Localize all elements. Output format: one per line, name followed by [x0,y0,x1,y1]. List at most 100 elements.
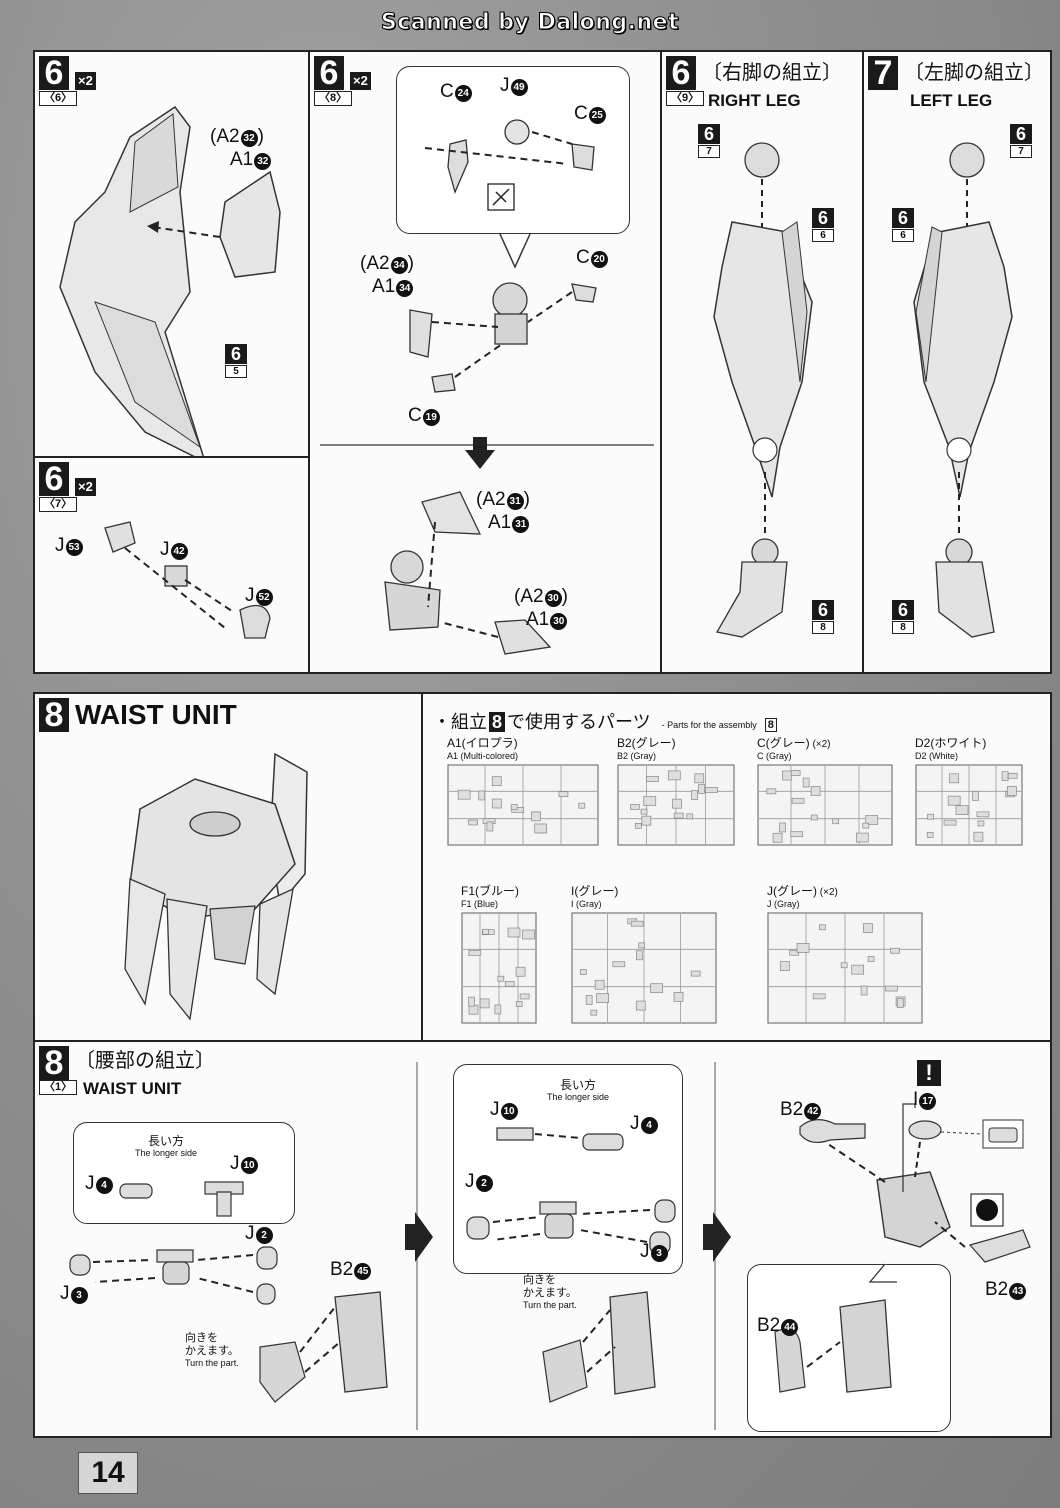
section-title: WAIST UNIT [75,699,237,730]
runner-sprue-drawing [757,764,893,846]
runner-label: I(グレー)I (Gray) [571,884,619,910]
substep-number: 〈7〉 [39,497,78,512]
substep-number: 〈9〉 [666,91,705,106]
runner-label-en: J (Gray) [767,899,800,909]
waist-assembly-drawings [69,1103,1031,1403]
runner-label-en: A1 (Multi-colored) [447,751,519,761]
runner-label-jp: I(グレー) [571,884,619,898]
runner-label-en: D2 (White) [915,751,959,761]
runner-label-jp: A1(イロプラ) [447,736,518,750]
step-title-jp: 〔左脚の組立〕 [904,62,1044,84]
caution-icon: ! [917,1060,941,1086]
panel-step-6-8: 6 ×2 〈8〉 [308,50,662,674]
step-number: 8 [39,698,69,732]
multiplier-badge: ×2 [75,478,96,496]
runner-sprue-drawing [461,912,537,1024]
detail-callout [453,1064,683,1274]
substep-number: 〈1〉 [39,1080,78,1095]
step-number: 6 [39,56,69,90]
left-leg-drawing [913,142,1013,638]
runner-sprue-drawing [915,764,1023,846]
detail-callout [73,1122,295,1224]
waist-unit-drawing [124,752,308,1021]
scan-watermark: Scanned by Dalong.net [380,10,680,36]
step-title-en: WAIST UNIT [83,1079,182,1098]
turn-part-note: 向きを かえます。Turn the part. [523,1274,577,1310]
runner-sprue-drawing [447,764,599,846]
step-number: 6 [314,56,344,90]
runner-sprue-drawing [571,912,717,1024]
step-number: 6 [39,462,69,496]
step-title-en: RIGHT LEG [708,91,801,110]
runner-label-en: C (Gray) [757,751,792,761]
page-number: 14 [78,1452,138,1494]
runner-sprue-drawing [617,764,735,846]
runner-label-jp: J(グレー) [767,884,817,898]
step-number: 7 [868,56,898,90]
step-title-en: LEFT LEG [910,91,993,110]
arrow-right-icon [405,1212,433,1262]
runner-label: J(グレー) (×2) J (Gray) [767,884,838,910]
step-title-jp: 〔腰部の組立〕 [75,1050,215,1072]
joint-assembly-drawing [104,521,271,639]
substep-number: 〈8〉 [314,91,353,106]
runner-label-en: B2 (Gray) [617,751,657,761]
turn-part-note: 向きを かえます。Turn the part. [185,1332,239,1368]
runner-sprue-drawing [767,912,923,1024]
step-title-jp: 〔右脚の組立〕 [702,62,842,84]
leg-armor-drawing [59,105,281,456]
runner-multiplier: (×2) [809,739,831,750]
runner-label-jp: C(グレー) [757,736,810,750]
runner-label-jp: B2(グレー) [617,736,676,750]
multiplier-badge: ×2 [350,72,371,90]
step-number: 6 [666,56,696,90]
runner-multiplier: (×2) [817,887,838,898]
runner-label: B2(グレー)B2 (Gray) [617,736,676,762]
arrow-down-icon [465,437,495,469]
substep-number: 〈6〉 [39,91,78,106]
right-leg-drawing [713,142,813,638]
panel-waist-unit-overview: 8 WAIST UNIT [33,692,423,1042]
